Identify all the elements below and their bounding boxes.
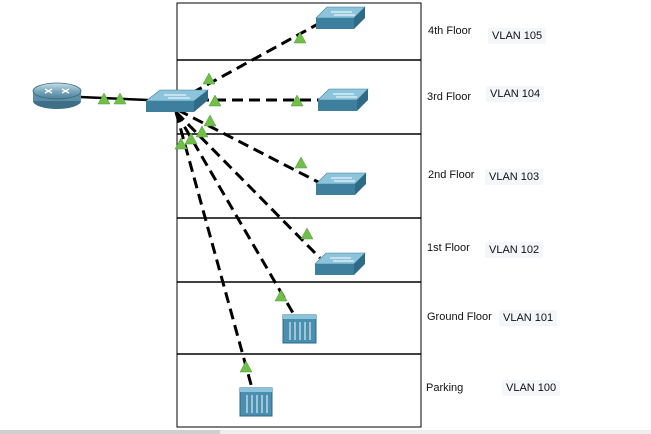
link-up-indicator xyxy=(97,92,111,105)
vlan-label-101: VLAN 101 xyxy=(499,310,558,326)
link-up-indicator xyxy=(294,156,308,169)
scrollbar-thumb[interactable] xyxy=(0,430,220,434)
link-up-indicator xyxy=(290,94,304,107)
core-switch-icon[interactable] xyxy=(145,89,209,112)
switch-3rd-floor-icon[interactable] xyxy=(317,88,369,111)
link-up-indicator xyxy=(274,289,288,302)
floor-label-ground: Ground Floor xyxy=(427,311,492,323)
link-up-indicator xyxy=(174,137,188,150)
floor-label-parking: Parking xyxy=(426,382,464,394)
building-outline xyxy=(176,2,422,428)
link-2nd-floor[interactable] xyxy=(177,108,321,185)
ground-floor-device-icon[interactable] xyxy=(282,314,317,344)
floor-label-2nd: 2nd Floor xyxy=(428,169,475,181)
link-up-indicator xyxy=(300,227,314,240)
vlan-label-104: VLAN 104 xyxy=(486,86,545,102)
link-up-indicator xyxy=(293,31,307,44)
floor-label-4th: 4th Floor xyxy=(428,25,472,37)
floor-label-3rd: 3rd Floor xyxy=(427,91,472,103)
horizontal-scrollbar[interactable] xyxy=(0,430,651,434)
link-up-indicator xyxy=(184,132,198,145)
vlan-label-105: VLAN 105 xyxy=(488,28,547,44)
switch-2nd-floor-icon[interactable] xyxy=(315,172,367,195)
link-up-indicator xyxy=(195,125,209,138)
link-up-indicator xyxy=(203,114,217,127)
link-up-indicator xyxy=(239,360,253,373)
link-up-indicator xyxy=(208,94,222,107)
switch-1st-floor-icon[interactable] xyxy=(314,252,366,275)
link-parking[interactable] xyxy=(174,111,254,389)
router-icon[interactable] xyxy=(32,82,82,109)
router-uplink xyxy=(79,95,149,102)
link-up-indicator xyxy=(202,72,216,85)
vlan-label-100: VLAN 100 xyxy=(502,380,561,396)
switch-4th-floor-icon[interactable] xyxy=(315,6,366,29)
floor-label-1st: 1st Floor xyxy=(427,242,470,254)
parking-device-icon[interactable] xyxy=(239,387,273,417)
link-ground-floor[interactable] xyxy=(174,111,295,314)
link-up-indicator xyxy=(113,92,127,105)
vlan-label-102: VLAN 102 xyxy=(485,242,544,258)
vlan-label-103: VLAN 103 xyxy=(485,169,544,185)
